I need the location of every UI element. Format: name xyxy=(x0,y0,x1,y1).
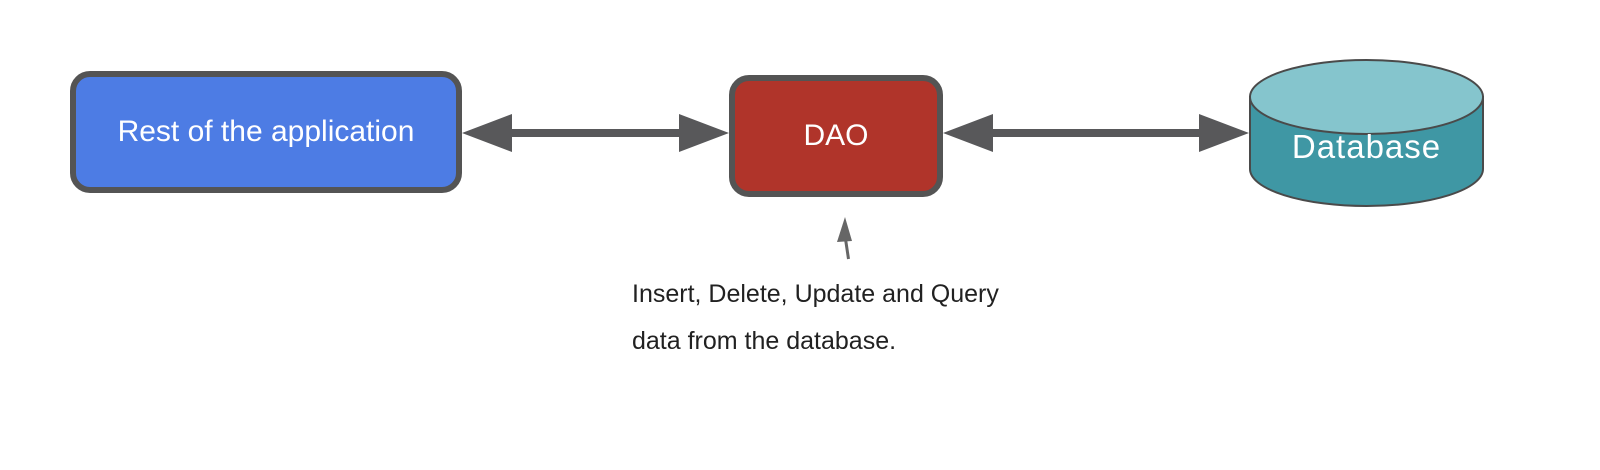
node-dao: DAO xyxy=(729,75,943,197)
double-arrow-dao-database xyxy=(943,114,1249,152)
annotation-up-arrow-head xyxy=(837,217,852,242)
annotation-text-line1: Insert, Delete, Update and Query xyxy=(632,280,999,308)
node-database: Database xyxy=(1249,59,1484,207)
annotation-up-arrow-shaft xyxy=(844,238,850,260)
database-cylinder-top xyxy=(1249,59,1484,135)
annotation-up-arrow-icon xyxy=(837,217,852,260)
node-dao-label: DAO xyxy=(803,119,869,152)
annotation-text-line2: data from the database. xyxy=(632,327,897,355)
node-rest-of-application: Rest of the application xyxy=(70,71,462,193)
node-database-label: Database xyxy=(1292,128,1441,165)
node-rest-of-application-label: Rest of the application xyxy=(117,115,415,148)
double-arrow-app-dao xyxy=(462,114,729,152)
annotation-text: Insert, Delete, Update and Query data fr… xyxy=(632,271,999,365)
